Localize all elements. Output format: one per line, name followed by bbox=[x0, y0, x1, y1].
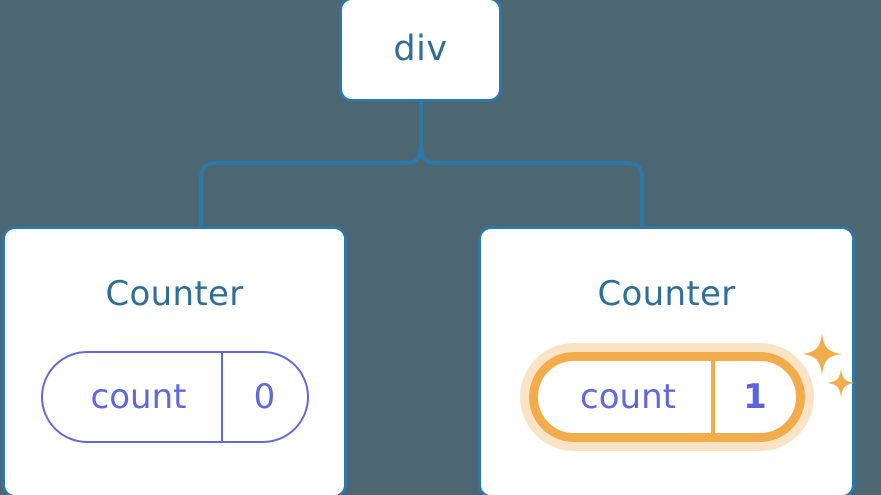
root-node-label: div bbox=[393, 29, 448, 69]
component-card-counter-right[interactable]: Counter count 1 bbox=[478, 226, 855, 495]
state-value-label: 1 bbox=[743, 377, 767, 417]
state-pill-container: count 1 bbox=[481, 343, 852, 451]
component-title: Counter bbox=[105, 274, 244, 314]
state-pill-divider bbox=[220, 353, 223, 441]
connector-branch-left bbox=[199, 139, 423, 226]
state-pill-highlighted[interactable]: count 1 bbox=[528, 352, 805, 442]
component-card-counter-left[interactable]: Counter count 0 bbox=[2, 226, 347, 495]
state-key-label: count bbox=[90, 377, 187, 417]
state-pill-container: count 0 bbox=[5, 351, 344, 443]
state-pill-glow-ring: count 1 bbox=[519, 343, 814, 451]
state-pill[interactable]: count 0 bbox=[40, 351, 309, 443]
component-title: Counter bbox=[597, 274, 736, 314]
connector-branch-right bbox=[419, 139, 644, 226]
state-pill-divider bbox=[710, 361, 715, 433]
state-key-label: count bbox=[580, 377, 676, 417]
root-node-div[interactable]: div bbox=[339, 0, 502, 102]
state-value-label: 0 bbox=[253, 377, 276, 417]
